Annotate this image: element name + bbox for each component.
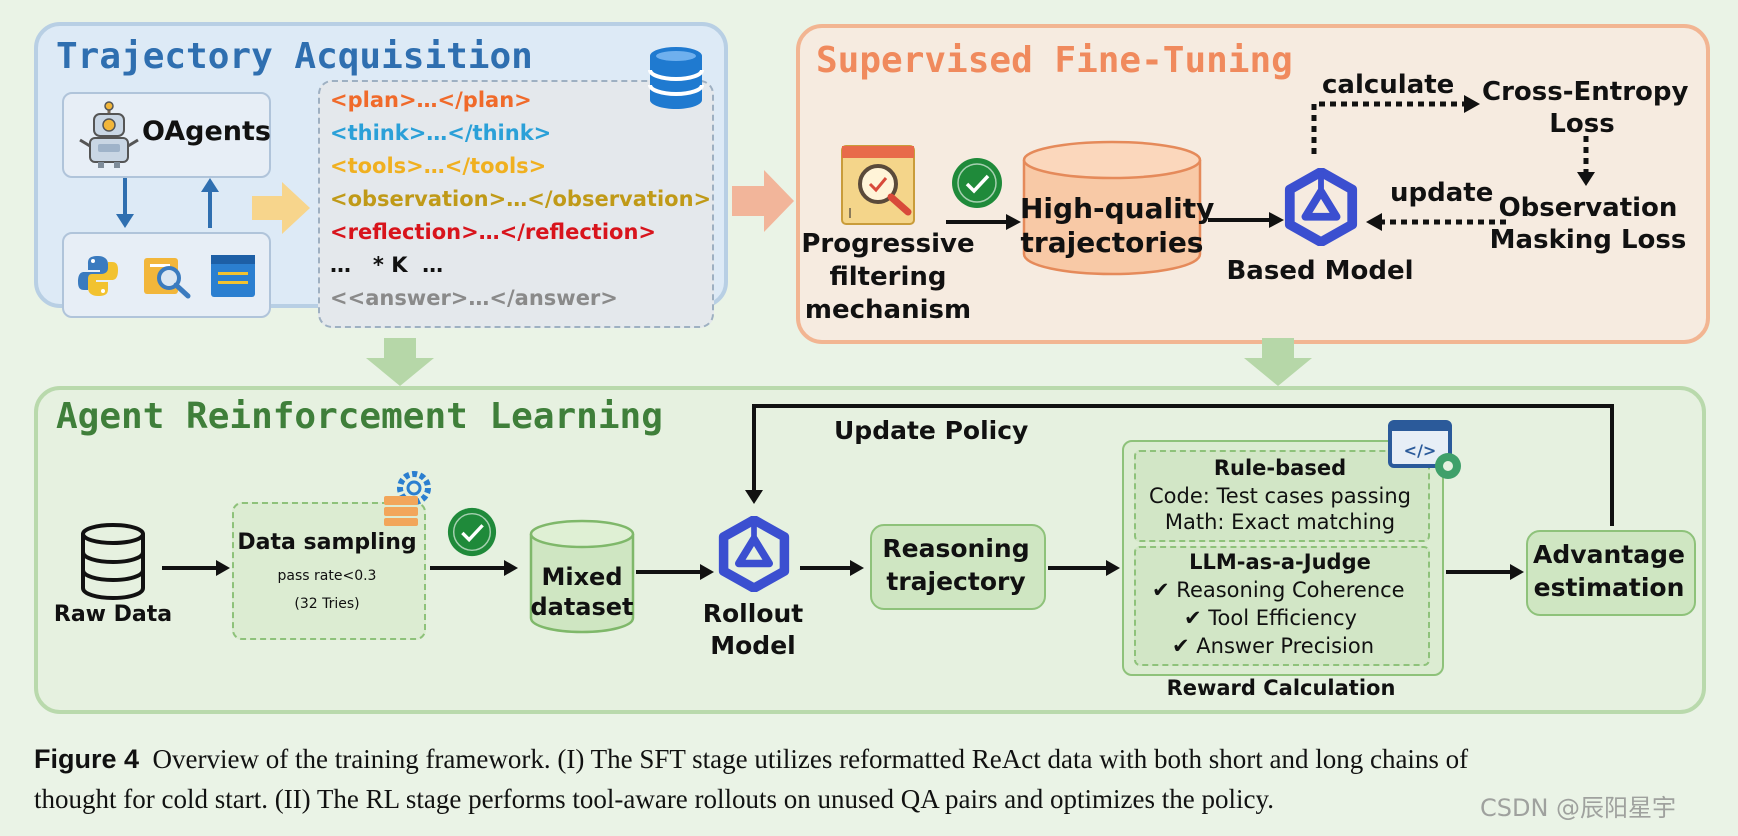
search-doc-icon [144, 258, 191, 299]
gear-server-icon [384, 471, 431, 526]
figure-caption-line1: Figure 4 Overview of the training framew… [34, 744, 1468, 775]
database-icon [648, 47, 704, 109]
tools-tag: <tools>…</tools> [330, 154, 547, 178]
caption-text-2: thought for cold start. (II) The RL stag… [34, 784, 1274, 814]
ce-line1: Cross-Entropy [1482, 77, 1689, 107]
agent-rl-title: Agent Reinforcement Learning [56, 396, 663, 437]
raw-data-icon [81, 523, 145, 601]
plan-tag: <plan>…</plan> [330, 88, 532, 112]
sft-panel [796, 24, 1710, 344]
high-quality-cylinder [1022, 140, 1202, 276]
rollout-model-label: Rollout Model [690, 598, 816, 662]
oml-line2: Masking Loss [1489, 225, 1687, 255]
svg-text:</>: </> [1404, 441, 1437, 460]
filter-label-line1: Progressive [801, 229, 975, 259]
to-tags-arrow [252, 182, 310, 234]
judge-item-coherence-text: Reasoning Coherence [1176, 578, 1405, 602]
rollout-line2: Model [710, 631, 796, 660]
observation-masking-loss-label: Observation Masking Loss [1488, 192, 1688, 256]
advantage-estimation-box [1526, 530, 1696, 616]
mixed-dataset-cylinder [529, 519, 635, 634]
oml-line1: Observation [1498, 193, 1678, 223]
reasoning-line2: trajectory [886, 567, 1026, 596]
update-label: update [1390, 178, 1494, 208]
mixed-dataset-label: Mixed dataset [528, 562, 636, 622]
to-sft-arrow [732, 170, 794, 232]
rule-based-box [1134, 450, 1430, 542]
judge-item-precision: ✔ Answer Precision [1172, 634, 1374, 658]
data-sampling-rate: pass rate<0.3 [277, 568, 377, 584]
mixed-line1: Mixed [541, 563, 623, 591]
mixed-line2: dataset [530, 593, 634, 621]
judge-item-precision-text: Answer Precision [1196, 634, 1375, 658]
judge-item-tool-text: Tool Efficiency [1208, 606, 1357, 630]
sft-to-rl-arrow [1244, 338, 1312, 386]
check-circle-icon [952, 158, 1002, 208]
calculate-label: calculate [1322, 70, 1455, 100]
sft-title: Supervised Fine-Tuning [816, 40, 1293, 81]
rule-based-title: Rule-based [1213, 456, 1347, 480]
filter-label-line2: filtering [829, 262, 947, 292]
cross-entropy-loss-label: Cross-Entropy Loss [1482, 76, 1689, 140]
figure-label: Figure 4 [34, 744, 140, 774]
observation-tag: <observation>…</observation> [330, 187, 712, 211]
python-icon [78, 256, 118, 296]
answer-tag: <<answer>…</answer> [330, 286, 618, 310]
rule-item-code: Code: Test cases passing [1149, 484, 1411, 508]
advantage-line2: estimation [1533, 573, 1685, 602]
reasoning-trajectory-box [870, 524, 1046, 610]
check-circle-icon-rl [447, 507, 497, 557]
trajectories-label-line2: trajectories [1020, 226, 1204, 259]
based-model-label: Based Model [1226, 256, 1414, 286]
rollout-line1: Rollout [702, 599, 804, 628]
filter-label: Progressive filtering mechanism [800, 228, 976, 327]
reward-calculation-label: Reward Calculation [1166, 676, 1396, 700]
filter-chart-icon [841, 145, 915, 225]
think-tag: <think>…</think> [330, 121, 552, 145]
browser-icon [211, 255, 255, 297]
update-policy-label: Update Policy [834, 416, 1029, 445]
reflection-tag: <reflection>…</reflection> [330, 220, 656, 244]
data-sampling-title: Data sampling [237, 530, 417, 555]
trajectories-label: High-quality trajectories [1020, 192, 1215, 260]
robot-icon [79, 101, 139, 168]
check-icon: ✔ [1184, 606, 1202, 630]
judge-item-tool: ✔ Tool Efficiency [1184, 606, 1357, 630]
raw-data-label: Raw Data [53, 602, 173, 627]
rl-arrows-layer [162, 404, 1614, 580]
llm-judge-title: LLM-as-a-Judge [1189, 550, 1371, 574]
figure-caption-line2: thought for cold start. (II) The RL stag… [34, 784, 1274, 815]
reasoning-line1: Reasoning [882, 534, 1030, 563]
caption-text-1: Overview of the training framework. (I) … [152, 744, 1469, 774]
trajectory-tags-box [318, 80, 714, 328]
judge-item-coherence: ✔ Reasoning Coherence [1152, 578, 1405, 602]
traj-to-rl-arrow [366, 338, 434, 386]
filter-label-line3: mechanism [804, 295, 972, 325]
watermark: CSDN @辰阳星宇 [1480, 794, 1677, 822]
exchange-arrows [116, 178, 219, 228]
rule-item-math: Math: Exact matching [1164, 510, 1396, 534]
rollout-model-icon [718, 516, 790, 592]
repeat-marker: … * K … [330, 253, 444, 277]
check-icon: ✔ [1152, 578, 1170, 602]
check-icon: ✔ [1172, 634, 1190, 658]
llm-judge-box [1134, 546, 1430, 666]
advantage-line1: Advantage [1533, 540, 1685, 569]
advantage-estimation-label: Advantage estimation [1526, 538, 1692, 604]
code-monitor-icon: </> [1388, 420, 1461, 479]
trajectories-label-line1: High-quality [1020, 192, 1215, 225]
data-sampling-tries: (32 Tries) [294, 596, 360, 612]
sft-arrows-layer [946, 95, 1595, 231]
trajectory-acquisition-title: Trajectory Acquisition [56, 36, 533, 77]
reasoning-trajectory-label: Reasoning trajectory [870, 532, 1042, 598]
oagents-label: OAgents [142, 116, 271, 147]
base-model-icon [1284, 168, 1358, 246]
ce-line2: Loss [1549, 109, 1615, 139]
